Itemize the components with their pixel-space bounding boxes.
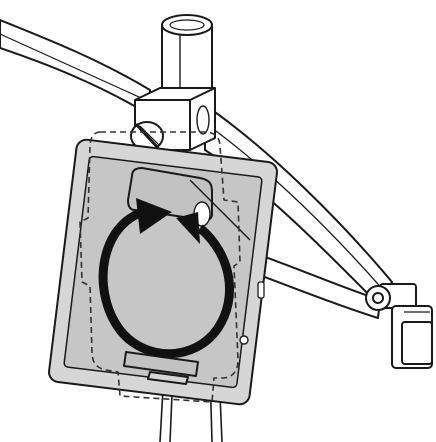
lower-arm: [239, 247, 381, 319]
rotate-arrow-icon: [98, 198, 234, 359]
clamp-knob: [130, 121, 164, 151]
swivel-joint: [365, 283, 433, 369]
holder-bottom-bracket: [123, 351, 199, 385]
vertical-pole: [161, 14, 213, 106]
